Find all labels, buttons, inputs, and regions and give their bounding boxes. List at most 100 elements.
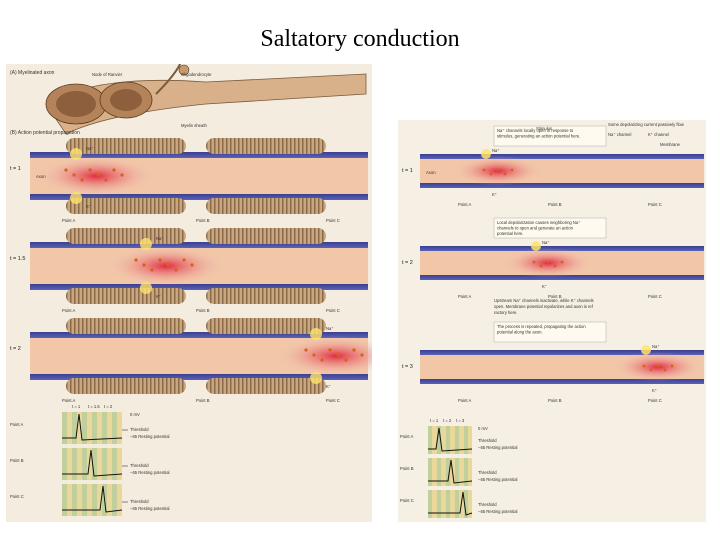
point-label: Point A: [62, 218, 75, 223]
graph-time-label: t = 2: [104, 404, 113, 409]
myelin-segment-bottom: [66, 288, 186, 304]
myelin-segment-bottom: [206, 198, 326, 214]
axon-label: Axon: [426, 170, 436, 175]
point-label: Point B: [196, 308, 210, 313]
graph-stripe: [455, 426, 459, 454]
ion-dot: [112, 168, 116, 172]
myelin-segment-bottom: [66, 198, 186, 214]
myelin-segment-bottom: [206, 378, 326, 394]
panel-a-label: (A) Myelinated axon: [10, 70, 55, 76]
graph-stripe: [437, 426, 441, 454]
graph-row-label: Point C: [10, 494, 24, 499]
callout-myelin-sheath: Myelin sheath: [181, 123, 208, 128]
myelin-segment-bottom: [66, 378, 186, 394]
resting-label: −65 Resting potential: [478, 477, 518, 482]
myelin-segment-top: [66, 318, 186, 334]
callout-text: Local depolarization causes neighboring …: [497, 220, 580, 225]
myelin-segment-top: [206, 318, 326, 334]
membrane-bottom: [420, 275, 704, 280]
voltage-trace: [62, 449, 123, 477]
stimulus-label: Stimulus: [536, 126, 552, 131]
ion-dot: [352, 348, 356, 352]
callout-text: potential along the axon.: [497, 330, 543, 335]
slide-title: Saltatory conduction: [260, 26, 460, 52]
channel-burst: [70, 192, 82, 204]
ion-dot: [546, 260, 550, 264]
graph-stripe: [428, 458, 432, 486]
threshold-label: Threshold: [130, 499, 149, 504]
graph-row-label: Point A: [10, 422, 23, 427]
graph-row-label: Point C: [400, 498, 414, 503]
point-label: Point A: [458, 294, 471, 299]
graph-time-label: t = 3: [456, 418, 465, 423]
point-label: Point C: [326, 218, 340, 223]
passive-current-label: Some depolarizing current passively flow: [608, 122, 685, 127]
step3-label: open. Membrane potential repolarizes and…: [494, 304, 594, 309]
time-label: t = 2: [402, 260, 413, 266]
myelin-segment-top: [66, 138, 186, 154]
graph-stripe: [428, 426, 432, 454]
ion-dot: [360, 353, 364, 357]
graph-stripe: [82, 448, 87, 480]
action-potential-pulse: [106, 246, 226, 286]
step3-label: Upstream Na⁺ channels inactivate, while …: [494, 298, 594, 303]
time-label: t = 1: [10, 166, 21, 172]
point-label: Point A: [458, 398, 471, 403]
na-label: Na⁺: [156, 236, 164, 241]
callout-text: channels to open and generate an action: [497, 226, 574, 231]
ion-dot: [72, 173, 76, 177]
voltage-trace: [428, 427, 473, 452]
graph-row-label: Point B: [400, 466, 414, 471]
ion-dot: [663, 368, 667, 372]
graph-stripe: [92, 484, 97, 516]
ion-dot: [158, 258, 162, 262]
ion-dot: [96, 173, 100, 177]
graph-stripe: [464, 458, 468, 486]
voltage-trace: [428, 491, 473, 516]
callout-node-of-ranvier: Node of Ranvier: [92, 72, 123, 77]
point-label: Point A: [62, 398, 75, 403]
ion-dot: [656, 364, 660, 368]
graph-stripe: [455, 490, 459, 518]
point-label: Point B: [196, 218, 210, 223]
na-label: Na⁺: [86, 146, 94, 151]
ion-dot: [560, 260, 564, 264]
ion-dot: [539, 264, 543, 268]
ion-dot: [649, 368, 653, 372]
graph-stripe: [92, 412, 97, 444]
mv0-label: 0 mV: [130, 412, 140, 417]
myelin-segment-top: [206, 228, 326, 244]
graph-stripe: [446, 458, 450, 486]
membrane-top: [420, 350, 704, 355]
graph-stripe: [446, 490, 450, 518]
point-label: Point C: [648, 294, 662, 299]
graph-row-label: Point B: [10, 458, 24, 463]
graph-stripe: [62, 412, 67, 444]
mv0-label: 0 mV: [478, 426, 488, 431]
ion-dot: [489, 172, 493, 176]
step3-label: ractory here.: [494, 310, 518, 315]
graph-time-label: t = 1.5: [88, 404, 100, 409]
na-label: Na⁺: [652, 344, 660, 349]
legend-k-channel: K⁺ channel: [648, 132, 669, 137]
ion-dot: [120, 173, 124, 177]
ion-dot: [642, 364, 646, 368]
graph-stripe: [72, 412, 77, 444]
graph-stripe: [428, 490, 432, 518]
na-label: Na⁺: [492, 148, 500, 153]
graph-stripe: [72, 448, 77, 480]
ion-dot: [503, 172, 507, 176]
voltage-trace: [428, 459, 473, 484]
callout-box: [493, 217, 607, 239]
ion-dot: [328, 348, 332, 352]
na-label: Na⁺: [542, 240, 550, 245]
channel-burst: [140, 282, 152, 294]
ion-dot: [532, 260, 536, 264]
